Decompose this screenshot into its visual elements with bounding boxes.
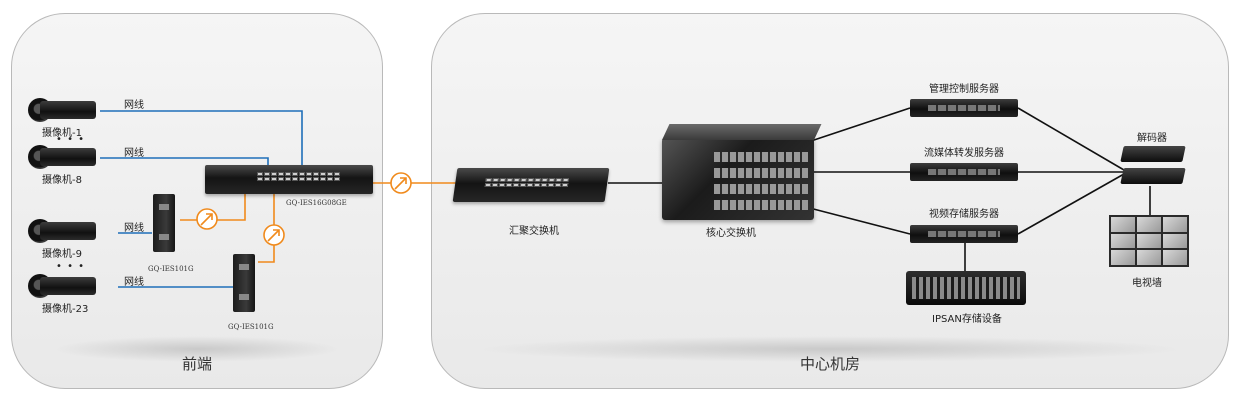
cable-label: 网线: [124, 223, 144, 234]
fiber-switch2-to-poe: [258, 194, 275, 263]
front-end-zone: 前端: [11, 13, 383, 389]
stream-server-label: 流媒体转发服务器: [924, 148, 1004, 159]
decoder: [1120, 146, 1186, 162]
camera-label: 摄像机-23: [42, 304, 89, 315]
cable-label: 网线: [124, 100, 144, 111]
camera-label: 摄像机-9: [42, 249, 82, 260]
poe-switch-label: GQ-IES16G08GE: [286, 199, 347, 207]
aggregation-switch: [452, 168, 610, 202]
camera-label: 摄像机-8: [42, 175, 82, 186]
camera-23: 摄像机-23: [28, 274, 98, 315]
industrial-switch-2: [233, 254, 255, 312]
industrial-switch-1: [153, 194, 175, 252]
tv-wall-label: 电视墙: [1132, 278, 1162, 289]
tv-wall: [1109, 215, 1189, 267]
decoder: [1120, 168, 1186, 184]
ellipsis: • • •: [56, 134, 86, 145]
storage-server-label: 视频存储服务器: [929, 209, 999, 220]
mgmt-server: [910, 99, 1018, 117]
camera-8: 摄像机-8: [28, 145, 98, 186]
link-storage-decoder: [1017, 173, 1125, 235]
cable-label: 网线: [124, 277, 144, 288]
link-mgmt-decoder: [1017, 107, 1125, 171]
mgmt-server-label: 管理控制服务器: [929, 84, 999, 95]
industrial-switch-2-label: GQ-IES101G: [228, 323, 274, 331]
link-core-storage: [797, 204, 911, 235]
camera-1: 摄像机-1: [28, 98, 98, 139]
cable-camera-8: [100, 157, 269, 165]
industrial-switch-1-label: GQ-IES101G: [148, 265, 194, 273]
ipsan-label: IPSAN存储设备: [932, 314, 1002, 325]
core-switch: [662, 124, 822, 220]
stream-server: [910, 163, 1018, 181]
poe-switch: [205, 165, 373, 194]
storage-server: [910, 225, 1018, 243]
center-room-title: 中心机房: [799, 355, 860, 373]
ellipsis: • • •: [56, 261, 86, 272]
cable-label: 网线: [124, 148, 144, 159]
camera-9: 摄像机-9: [28, 219, 98, 260]
core-switch-label: 核心交换机: [706, 228, 756, 239]
cable-camera-1: [100, 110, 303, 165]
center-room-zone: 中心机房: [431, 13, 1229, 389]
aggregation-switch-label: 汇聚交换机: [509, 226, 559, 237]
front-end-title: 前端: [181, 355, 212, 373]
camera-label: 摄像机-1: [42, 128, 82, 139]
ipsan-storage: [906, 271, 1026, 305]
decoder-label: 解码器: [1137, 133, 1167, 144]
